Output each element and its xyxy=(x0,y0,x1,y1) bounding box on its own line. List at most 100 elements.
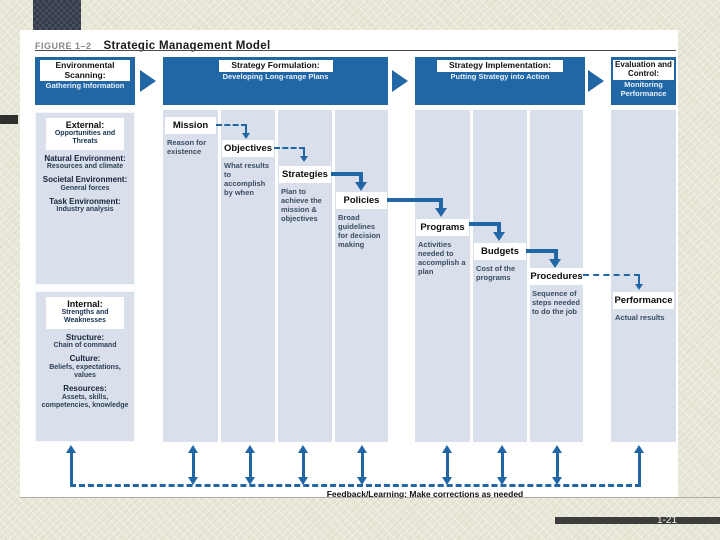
external-label: External: xyxy=(65,120,105,130)
step-policies: Policies xyxy=(336,192,387,209)
external-item: Societal Environment: General forces xyxy=(39,175,131,193)
step-strategies: Strategies xyxy=(279,166,331,183)
step-mission-desc: Reason for existence xyxy=(167,138,207,156)
internal-sublabel: Strengths and Weaknesses xyxy=(61,309,109,325)
item-desc: Chain of command xyxy=(53,341,117,349)
connector-arrow-icon xyxy=(493,232,505,241)
step-mission: Mission xyxy=(165,117,216,134)
feedback-dashed-line xyxy=(70,484,641,487)
flow-arrow-icon xyxy=(392,70,408,92)
phase-strategy-implementation: Strategy Implementation: Putting Strateg… xyxy=(415,57,585,105)
feedback-arrow-icon xyxy=(552,445,562,485)
internal-factors-panel: Internal: Strengths and Weaknesses Struc… xyxy=(35,291,135,442)
column-budgets xyxy=(473,110,527,442)
internal-item: Culture: Beliefs, expectations, values xyxy=(39,354,131,380)
step-strategies-desc: Plan to achieve the mission & objectives xyxy=(281,187,322,223)
connector-policies-programs xyxy=(387,198,443,202)
phase-evaluation-control: Evaluation and Control: Monitoring Perfo… xyxy=(611,57,676,105)
flow-arrow-icon xyxy=(140,70,156,92)
item-heading: Culture: xyxy=(69,354,101,364)
item-heading: Natural Environment: xyxy=(44,153,126,163)
connector-mission-objectives xyxy=(216,124,247,126)
page-number: 1-21 xyxy=(657,515,678,526)
step-objectives: Objectives xyxy=(222,140,274,157)
item-desc: Assets, skills, competencies, knowledge xyxy=(41,393,129,409)
figure-title: Strategic Management Model xyxy=(103,40,271,52)
feedback-arrow-icon xyxy=(442,445,452,485)
connector-arrow-icon xyxy=(355,182,367,191)
internal-item: Resources: Assets, skills, competencies,… xyxy=(39,384,131,410)
external-label-box: External: Opportunities and Threats xyxy=(46,118,124,150)
phase-title: Strategy Formulation: xyxy=(218,60,333,72)
step-policies-desc: Broad guidelines for decision making xyxy=(338,213,381,249)
connector-budgets-procedures xyxy=(554,249,558,260)
connector-objectives-strategies xyxy=(274,147,305,149)
slide-area: FIGURE 1–2 Strategic Management Model Env… xyxy=(20,30,678,499)
step-performance: Performance xyxy=(613,292,674,309)
step-budgets: Budgets xyxy=(474,243,526,260)
footer-bar xyxy=(555,517,720,524)
connector-arrow-icon xyxy=(242,133,250,139)
phase-subtitle: Monitoring Performance xyxy=(620,79,667,98)
connector-procedures-performance xyxy=(638,276,640,285)
feedback-arrow-icon xyxy=(66,445,76,485)
step-programs: Programs xyxy=(416,219,469,236)
connector-programs-budgets xyxy=(469,222,501,226)
slide-decoration-checker xyxy=(33,0,81,30)
column-mission xyxy=(163,110,218,442)
step-performance-desc: Actual results xyxy=(615,313,665,322)
connector-objectives-strategies xyxy=(303,148,305,157)
connector-budgets-procedures xyxy=(526,249,558,253)
connector-strategies-policies xyxy=(359,172,363,183)
feedback-arrow-icon xyxy=(245,445,255,485)
column-policies xyxy=(335,110,388,442)
figure-label: FIGURE 1–2 xyxy=(35,41,92,51)
item-desc: Resources and climate xyxy=(46,162,124,170)
external-sublabel: Opportunities and Threats xyxy=(54,130,116,146)
phase-environmental-scanning: Environmental Scanning: Gathering Inform… xyxy=(35,57,135,105)
connector-arrow-icon xyxy=(635,284,643,290)
item-desc: General forces xyxy=(60,184,110,192)
feedback-arrow-icon xyxy=(188,445,198,485)
item-desc: Beliefs, expectations, values xyxy=(49,363,121,379)
internal-label-box: Internal: Strengths and Weaknesses xyxy=(46,297,124,329)
feedback-arrow-icon xyxy=(357,445,367,485)
connector-programs-budgets xyxy=(497,222,501,233)
connector-procedures-performance xyxy=(583,274,640,276)
feedback-label: Feedback/Learning: Make corrections as n… xyxy=(326,489,524,499)
phase-subtitle: Gathering Information xyxy=(45,81,125,91)
connector-mission-objectives xyxy=(245,125,247,134)
column-objectives xyxy=(221,110,275,442)
phase-title: Strategy Implementation: xyxy=(437,60,563,72)
item-heading: Structure: xyxy=(65,332,105,342)
step-procedures: Procedures xyxy=(530,268,583,285)
step-objectives-desc: What results to accomplish by when xyxy=(224,161,270,197)
feedback-arrow-icon xyxy=(298,445,308,485)
step-budgets-desc: Cost of the programs xyxy=(476,264,516,282)
external-item: Task Environment: Industry analysis xyxy=(39,197,131,215)
external-factors-panel: External: Opportunities and Threats Natu… xyxy=(35,112,135,285)
figure-header: FIGURE 1–2 Strategic Management Model xyxy=(35,36,270,54)
internal-item: Structure: Chain of command xyxy=(39,333,131,351)
flow-arrow-icon xyxy=(588,70,604,92)
phase-strategy-formulation: Strategy Formulation: Developing Long-ra… xyxy=(163,57,388,105)
internal-label: Internal: xyxy=(67,299,103,309)
phase-subtitle: Putting Strategy into Action xyxy=(450,71,550,81)
item-heading: Resources: xyxy=(63,384,107,394)
connector-policies-programs xyxy=(439,198,443,209)
item-heading: Task Environment: xyxy=(49,196,121,206)
step-programs-desc: Activities needed to accomplish a plan xyxy=(418,240,466,276)
connector-arrow-icon xyxy=(300,156,308,162)
column-programs xyxy=(415,110,470,442)
connector-arrow-icon xyxy=(435,208,447,217)
connector-arrow-icon xyxy=(549,259,561,268)
item-heading: Societal Environment: xyxy=(42,175,128,185)
slide-decoration-tick xyxy=(0,115,18,124)
column-strategies xyxy=(278,110,332,442)
phase-title: Environmental Scanning: xyxy=(40,60,130,82)
connector-strategies-policies xyxy=(331,172,363,176)
phase-subtitle: Developing Long-range Plans xyxy=(222,71,329,81)
title-rule xyxy=(35,50,676,51)
feedback-arrow-icon xyxy=(634,445,644,485)
